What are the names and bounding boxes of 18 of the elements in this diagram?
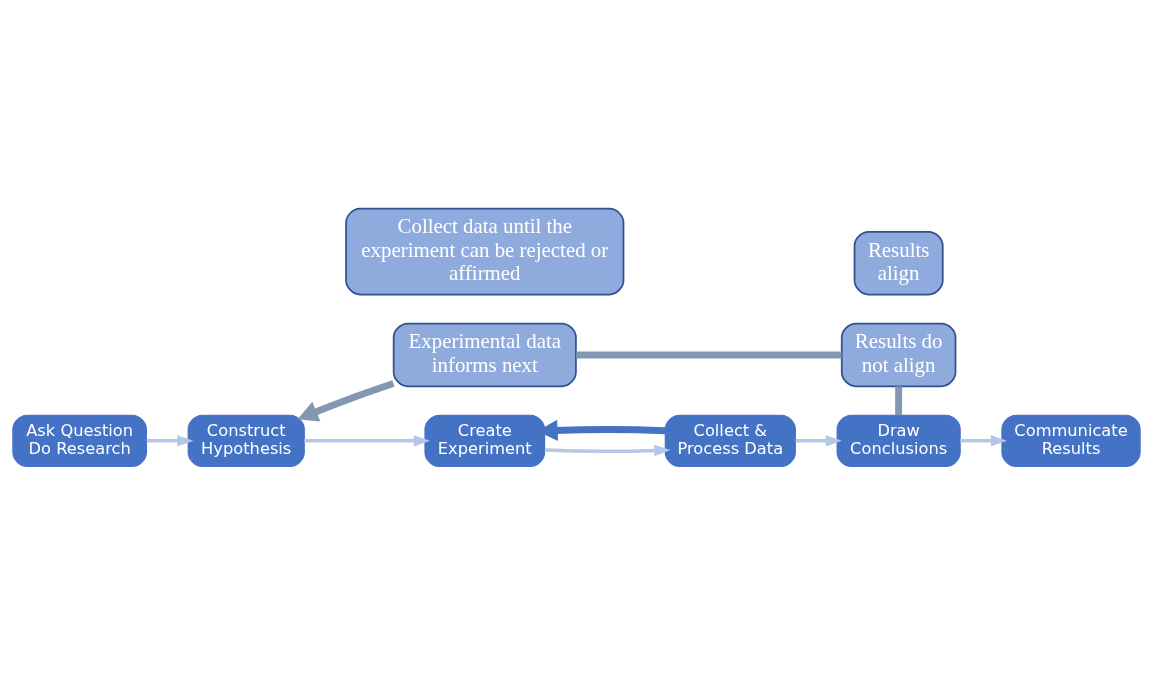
node-box: Draw Conclusions: [836, 414, 961, 467]
node-box: Communicate Results: [1001, 414, 1141, 467]
node-box: Results align: [853, 231, 944, 296]
arrow: [146, 435, 194, 447]
node-box: Experimental data informs next: [392, 322, 577, 388]
arrow: [304, 435, 431, 447]
node-box: Collect & Process Data: [664, 414, 796, 467]
arrow: [544, 444, 671, 457]
node-box: Results do not align: [840, 322, 957, 388]
arrow: [297, 380, 395, 422]
connector: [895, 386, 903, 415]
node-box: Create Experiment: [424, 414, 546, 467]
arrow: [960, 435, 1008, 447]
node-box: Ask Question Do Research: [12, 414, 147, 467]
node-box: Collect data until the experiment can be rejected or affirmed: [345, 207, 625, 296]
arrow: [795, 435, 842, 447]
connector: [576, 351, 842, 359]
node-box: Construct Hypothesis: [187, 414, 305, 467]
